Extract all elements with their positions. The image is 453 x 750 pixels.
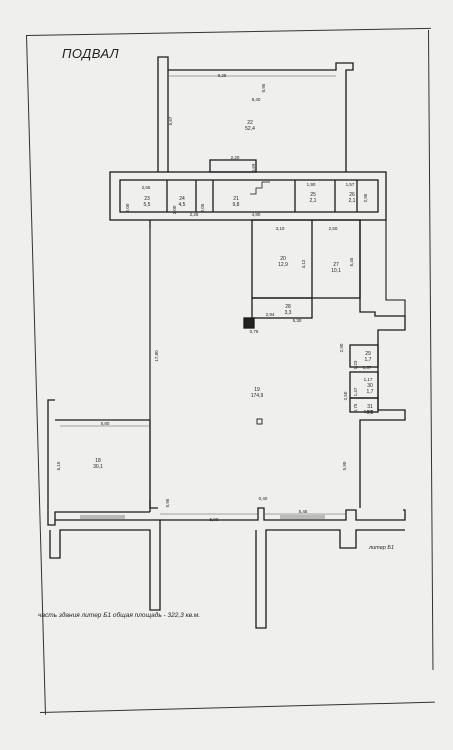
column-block [243, 317, 255, 329]
wall-bottom-mid [160, 507, 406, 521]
dimension-lines [60, 75, 346, 515]
room-number: 20 [280, 256, 286, 262]
dimension-label: 5,90 [210, 517, 219, 522]
room-number: 21 [233, 196, 239, 202]
room-number: 29 [365, 351, 371, 357]
room-number: 25 [310, 192, 316, 198]
dimension-label: 5,45 [299, 509, 308, 514]
wall-room-22 [157, 56, 354, 172]
wall-hall-19-right [359, 220, 406, 508]
wall-hall-19-left [149, 220, 158, 509]
dimension-label: 2,20 [231, 155, 240, 160]
wall-room-31 [349, 397, 379, 413]
dimension-label: 5,90 [342, 461, 347, 470]
wall-corridor-outer [109, 171, 387, 221]
room-number: 24 [179, 196, 185, 202]
wall-room-18 [47, 399, 150, 526]
dimension-label: 3,10 [276, 226, 285, 231]
room-area: 1,7 [365, 357, 372, 363]
dimension-label: 1,23 [353, 360, 358, 369]
dimension-label: 5,80 [101, 421, 110, 426]
room-number: 23 [144, 196, 150, 202]
dimension-label: 1,90 [307, 182, 316, 187]
room-area: 3,3 [285, 310, 292, 316]
area-footnote: часть здания литер Б1 общая площадь - 32… [38, 612, 201, 619]
dimension-label: 2,90 [339, 343, 344, 352]
dimension-label: 1,57 [346, 182, 355, 187]
walls [47, 56, 406, 629]
dimension-label: 2,00 [172, 205, 177, 214]
room-area: 0,8 [367, 410, 374, 416]
room-area: 30,1 [93, 464, 103, 470]
wall-corridor-inner [119, 179, 379, 213]
dimension-label: 5,30 [293, 318, 302, 323]
dimension-label: 2,50 [343, 391, 348, 400]
room-area: 12,9 [278, 262, 288, 268]
wall-bottom [49, 519, 161, 611]
room-number: 28 [285, 304, 291, 310]
stair-steps [250, 181, 270, 195]
dimension-label: 2,00 [125, 203, 130, 212]
dimension-label: 0,95 [165, 498, 170, 507]
room-area: 1,7 [367, 389, 374, 395]
dimension-label: 2,50 [329, 226, 338, 231]
room-area: 2,1 [310, 198, 317, 204]
hall-column [256, 418, 263, 425]
room-number: 22 [247, 120, 253, 126]
wall-room-28 [251, 297, 313, 319]
dimension-label: 5,67 [168, 116, 173, 125]
room-area: 9,8 [233, 202, 240, 208]
room-area: 174,9 [251, 393, 264, 399]
room-number: 27 [333, 262, 339, 268]
dimension-label: 8,40 [252, 97, 261, 102]
dimension-label: 0,95 [261, 83, 266, 92]
room-number: 18 [95, 458, 101, 464]
wall-bottom-right [255, 529, 405, 629]
room-area: 4,5 [179, 202, 186, 208]
room-area: 52,4 [245, 126, 255, 132]
dimension-label: 5,45 [349, 257, 354, 266]
dimension-label: 0,76 [250, 329, 259, 334]
dimension-label: 17,80 [154, 350, 159, 362]
dimension-label: 0,40 [259, 496, 268, 501]
dimension-label: 1,17 [364, 377, 373, 382]
dimension-label: 1,37 [363, 365, 372, 370]
dimension-label: 2,26 [190, 212, 199, 217]
dimension-label: 2,94 [266, 312, 275, 317]
plan-title: ПОДВАЛ [62, 46, 120, 61]
room-number: 26 [349, 192, 355, 198]
dimension-label: 0,75 [353, 403, 358, 412]
dimension-label: 6,15 [56, 461, 61, 470]
wall-exterior-right [385, 220, 406, 316]
dimension-label: 0,69 [251, 163, 256, 172]
room-area: 5,5 [144, 202, 151, 208]
room-number: 30 [367, 383, 373, 389]
wall-room-29 [349, 344, 379, 368]
dimension-label: 9,25 [218, 73, 227, 78]
room-area: 2,1 [349, 198, 356, 204]
dimension-label: 2,65 [142, 185, 151, 190]
dimension-label: 2,95 [363, 193, 368, 202]
window-marks [80, 515, 325, 519]
dimension-label: 4,12 [301, 259, 306, 268]
room-area: 10,1 [331, 268, 341, 274]
wall-rooms-20-27 [251, 219, 361, 299]
dimension-label: 1,47 [353, 387, 358, 396]
room-number: 31 [367, 404, 373, 410]
dimension-label: 0,90 [364, 409, 373, 414]
building-mark: литер Б1 [369, 545, 395, 551]
room-number: 19 [254, 387, 260, 393]
stair-block [209, 159, 257, 173]
dimension-label: 2,05 [200, 203, 205, 212]
dimension-label: 4,80 [252, 212, 261, 217]
